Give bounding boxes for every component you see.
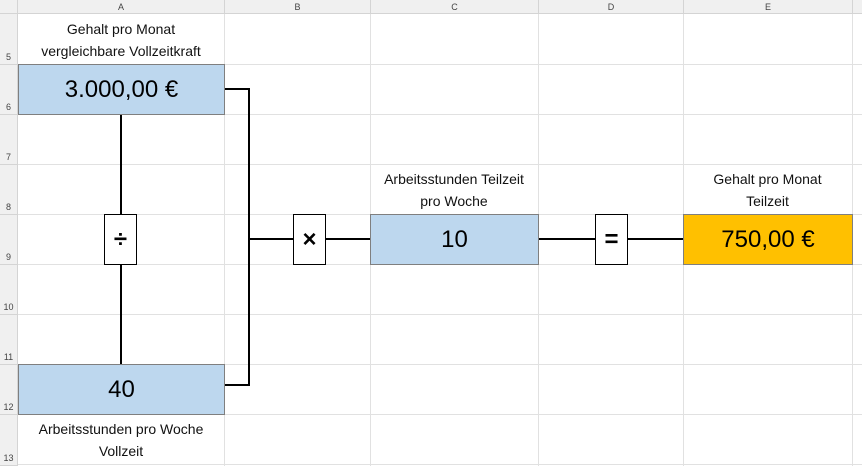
gridline (18, 464, 862, 465)
row-header-6[interactable]: 6 (0, 65, 18, 115)
label-line: Teilzeit (746, 193, 789, 209)
row-header-9[interactable]: 9 (0, 215, 18, 265)
full-salary-cell[interactable]: 3.000,00 € (18, 64, 225, 115)
connector-line (224, 88, 250, 90)
label-line: Gehalt pro Monat (713, 171, 822, 187)
connector-line (628, 238, 684, 240)
part-hours-label: Arbeitsstunden Teilzeit pro Woche (370, 168, 538, 212)
full-salary-label: Gehalt pro Monat vergleichbare Vollzeitkr… (18, 18, 224, 62)
label-line: Arbeitsstunden pro Woche (38, 421, 204, 437)
connector-line (120, 264, 122, 364)
column-header-f[interactable] (853, 0, 862, 14)
row-header-13[interactable]: 13 (0, 415, 18, 466)
connector-line (120, 114, 122, 214)
divide-icon: ÷ (104, 214, 137, 265)
row-header-10[interactable]: 10 (0, 265, 18, 315)
column-header-d[interactable]: D (539, 0, 684, 14)
connector-line (248, 238, 294, 240)
row-header-7[interactable]: 7 (0, 115, 18, 165)
column-header-e[interactable]: E (684, 0, 853, 14)
connector-line (326, 238, 370, 240)
row-header-11[interactable]: 11 (0, 315, 18, 365)
column-header-b[interactable]: B (225, 0, 371, 14)
connector-line (248, 88, 250, 386)
row-header-8[interactable]: 8 (0, 165, 18, 215)
column-header-c[interactable]: C (371, 0, 539, 14)
equals-icon: = (595, 214, 628, 265)
part-salary-result-cell[interactable]: 750,00 € (683, 214, 853, 265)
label-line: Vollzeit (98, 443, 144, 459)
gridline (18, 64, 862, 65)
label-line: vergleichbare Vollzeitkraft (41, 43, 201, 59)
gridline (18, 314, 862, 315)
corner-select-all[interactable] (0, 0, 18, 14)
gridline (18, 114, 862, 115)
label-line: pro Woche (420, 193, 488, 209)
gridline (18, 364, 862, 365)
row-header-12[interactable]: 12 (0, 365, 18, 415)
label-line: Gehalt pro Monat (66, 21, 176, 37)
connector-line (224, 384, 250, 386)
part-hours-cell[interactable]: 10 (370, 214, 539, 265)
gridline (18, 414, 862, 415)
column-header-a[interactable]: A (18, 0, 225, 14)
gridline (18, 164, 862, 165)
label-line: Arbeitsstunden Teilzeit (384, 171, 524, 187)
multiply-icon: × (293, 214, 326, 265)
gridline (224, 14, 225, 466)
full-hours-cell[interactable]: 40 (18, 364, 225, 415)
connector-line (538, 238, 596, 240)
row-header-5[interactable]: 5 (0, 14, 18, 65)
